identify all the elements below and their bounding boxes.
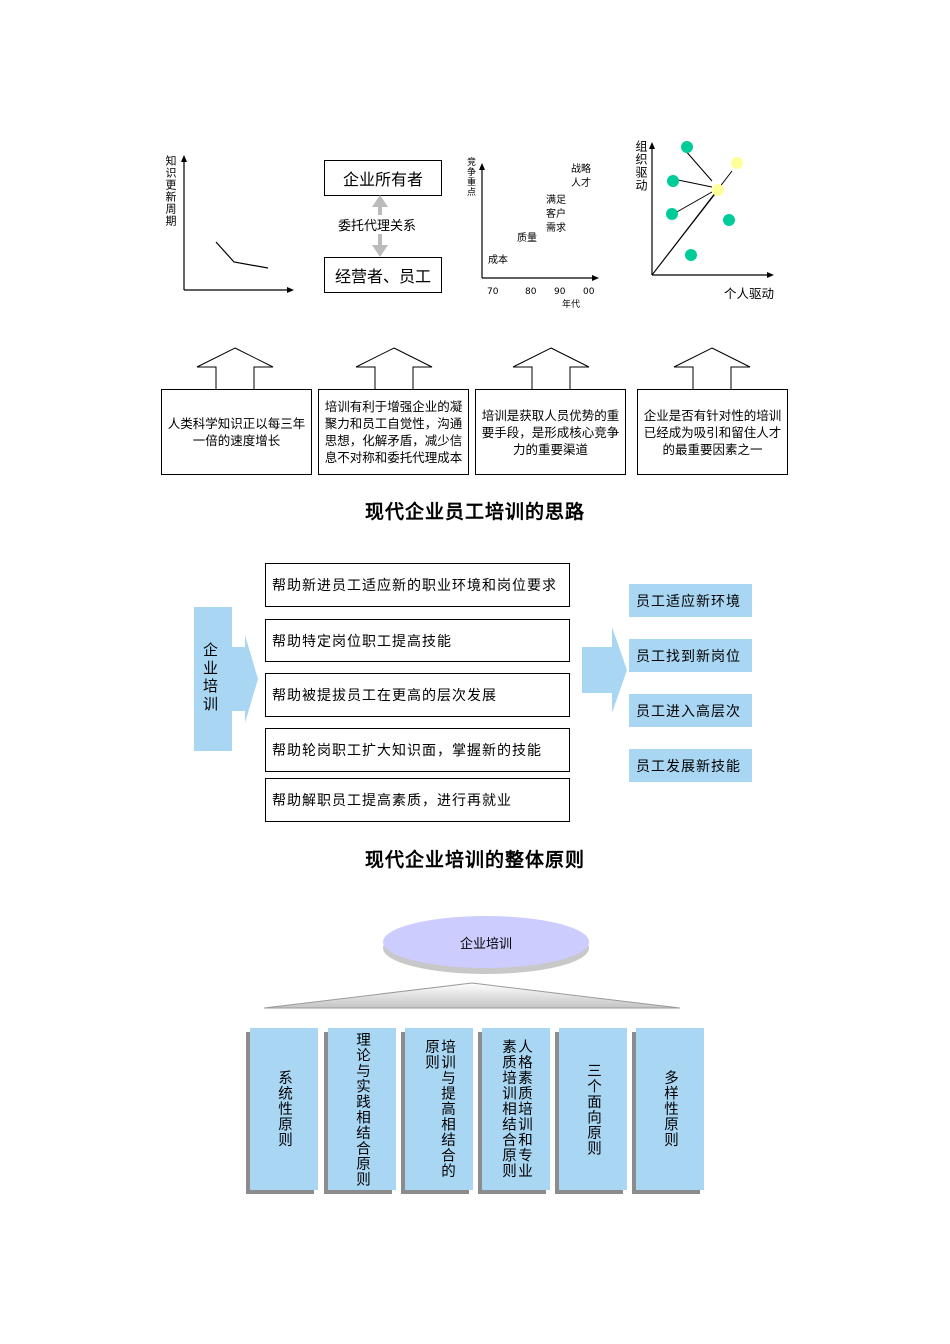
pillar-6: 多样性原则 bbox=[636, 1028, 704, 1190]
pillar-2-label: 理论与实践相结合原则 bbox=[354, 1031, 370, 1187]
result-arrow bbox=[582, 627, 627, 713]
pillar-5-label: 三个面向原则 bbox=[585, 1062, 601, 1156]
pillar-4: 人格素质培训和专业素质培训相结合原则 bbox=[482, 1028, 550, 1190]
trend-line bbox=[215, 241, 269, 269]
point-cost: 成本 bbox=[488, 255, 508, 266]
drive-chart bbox=[649, 141, 774, 278]
xtick-70: 70 bbox=[487, 287, 499, 297]
pillar-6-label: 多样性原则 bbox=[662, 1070, 678, 1148]
xtick-90: 90 bbox=[554, 287, 566, 297]
pillar-5: 三个面向原则 bbox=[559, 1028, 627, 1190]
dot bbox=[681, 141, 693, 153]
dot bbox=[666, 208, 678, 220]
reason-box-3: 培训是获取人员优势的重要手段，是形成核心竞争力的重要渠道 bbox=[475, 389, 626, 475]
section2-title: 现代企业培训的整体原则 bbox=[364, 849, 585, 871]
reason-box-2: 培训有利于增强企业的凝聚力和员工自觉性，沟通思想，化解矛盾，减少信息不对称和委托… bbox=[318, 389, 469, 475]
roof-triangle bbox=[263, 982, 681, 1009]
reason-box-1: 人类科学知识正以每三年一倍的速度增长 bbox=[161, 389, 312, 475]
panel3-xlabel: 年代 bbox=[562, 300, 581, 310]
result-box-3: 员工进入高层次 bbox=[629, 694, 752, 727]
help-row-3: 帮助被提拔员工在更高的层次发展 bbox=[265, 673, 570, 717]
result-box-4: 员工发展新技能 bbox=[629, 749, 752, 782]
pillar-2: 理论与实践相结合原则 bbox=[328, 1028, 396, 1190]
target-dot bbox=[731, 157, 743, 169]
knowledge-cycle-chart bbox=[181, 155, 294, 293]
staff-box: 经营者、员工 bbox=[324, 257, 442, 293]
pillar-4-label: 人格素质培训和专业素质培训相结合原则 bbox=[500, 1039, 532, 1179]
xtick-80: 80 bbox=[525, 287, 537, 297]
target-dot bbox=[712, 184, 724, 196]
up-arrow-1 bbox=[196, 347, 274, 391]
up-arrow-4 bbox=[673, 347, 751, 391]
pillar-1-label: 系统性原则 bbox=[276, 1070, 292, 1148]
dot bbox=[723, 214, 735, 226]
panel3-ylabel: 竞争重点 bbox=[465, 157, 475, 197]
help-row-4: 帮助轮岗职工扩大知识面，掌握新的技能 bbox=[265, 728, 570, 772]
training-source-arrow bbox=[194, 607, 258, 751]
up-arrow-3 bbox=[512, 347, 590, 391]
pillar-3: 培训与提高相结合的原则 bbox=[405, 1028, 473, 1190]
help-row-2: 帮助特定岗位职工提高技能 bbox=[265, 619, 570, 662]
dot bbox=[685, 249, 697, 261]
pillar-3-label: 培训与提高相结合的原则 bbox=[423, 1039, 455, 1179]
relation-label: 委托代理关系 bbox=[337, 215, 418, 234]
panel4-xlabel: 个人驱动 bbox=[724, 286, 775, 301]
result-box-2: 员工找到新岗位 bbox=[629, 639, 752, 672]
help-row-5: 帮助解职员工提高素质，进行再就业 bbox=[265, 778, 570, 822]
top-ellipse bbox=[383, 916, 589, 974]
help-row-1: 帮助新进员工适应新的职业环境和岗位要求 bbox=[265, 563, 570, 607]
training-source-label: 企业培训 bbox=[201, 642, 219, 714]
xtick-00: 00 bbox=[583, 287, 595, 297]
result-box-1: 员工适应新环境 bbox=[629, 584, 752, 617]
dot bbox=[667, 175, 679, 187]
top-ellipse-label: 企业培训 bbox=[459, 937, 512, 952]
point-talent: 战略人才 bbox=[571, 164, 591, 189]
reason-box-4: 企业是否有针对性的培训已经成为吸引和留住人才的最重要因素之一 bbox=[637, 389, 788, 475]
section1-title: 现代企业员工培训的思路 bbox=[364, 501, 585, 523]
pillar-1: 系统性原则 bbox=[250, 1028, 318, 1190]
point-customer: 满足客户需求 bbox=[546, 195, 566, 234]
competition-chart bbox=[479, 163, 599, 281]
owner-box: 企业所有者 bbox=[324, 160, 442, 196]
point-quality: 质量 bbox=[517, 233, 537, 244]
panel4-ylabel: 组织驱动 bbox=[634, 140, 648, 192]
up-arrow-2 bbox=[355, 347, 433, 391]
panel1-ylabel: 知识更新周期 bbox=[164, 155, 177, 227]
